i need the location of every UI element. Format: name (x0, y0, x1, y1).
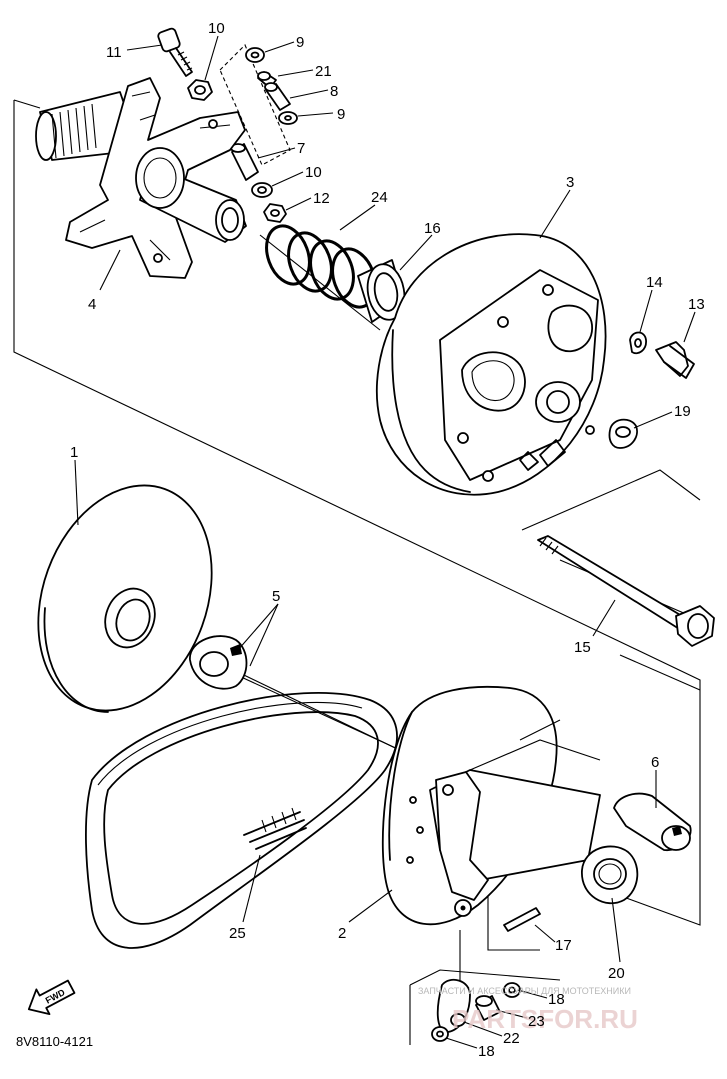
fwd-arrow-icon: FWD (27, 979, 76, 1016)
bushing-16 (357, 259, 406, 323)
callout-22: 22 (503, 1030, 520, 1047)
nut-12 (263, 203, 287, 223)
callout-10-top: 10 (208, 20, 225, 37)
watermark-caption: ЗАПЧАСТИ И АКСЕССУАРЫ ДЛЯ МОТОТЕХНИКИ (418, 986, 631, 996)
callout-7: 7 (297, 140, 305, 157)
long-bolt-15 (537, 535, 715, 647)
callout-12: 12 (313, 190, 330, 207)
callout-25: 25 (229, 925, 246, 942)
callout-17: 17 (555, 937, 572, 954)
pin-17 (503, 907, 541, 932)
callout-19: 19 (674, 403, 691, 420)
movable-sheave-3 (375, 233, 607, 496)
washer-14 (629, 331, 647, 355)
collar-19 (608, 418, 638, 449)
callout-24: 24 (371, 189, 388, 206)
callout-8: 8 (330, 83, 338, 100)
nut-10-top (187, 79, 213, 101)
small-parts-bottom (431, 978, 521, 1042)
spring-24 (265, 224, 377, 309)
callout-9-top: 9 (296, 34, 304, 51)
callout-16: 16 (424, 220, 441, 237)
callout-18-lower: 18 (478, 1043, 495, 1060)
callout-21: 21 (315, 63, 332, 80)
callout-1: 1 (70, 444, 78, 461)
callout-5: 5 (272, 588, 280, 605)
callout-9-lower: 9 (337, 106, 345, 123)
sleeve-6 (613, 792, 692, 851)
callout-10-lower: 10 (305, 164, 322, 181)
callout-2: 2 (338, 925, 346, 942)
pin-8 (264, 82, 291, 111)
drive-belt-25 (85, 692, 398, 949)
seal-20 (581, 845, 639, 905)
callout-20: 20 (608, 965, 625, 982)
callout-4: 4 (88, 296, 96, 313)
callout-labels: 11 10 9 21 8 9 7 10 12 24 16 3 14 13 19 … (70, 20, 705, 1060)
callout-11: 11 (106, 44, 122, 61)
spider-shaft-assembly-4 (35, 77, 247, 279)
callout-leaders (74, 35, 696, 1049)
bolt-11 (157, 27, 193, 77)
pin-7 (230, 143, 259, 181)
diagram-code: 8V8110-4121 (16, 1034, 93, 1049)
callout-14: 14 (646, 274, 663, 291)
cam-housing-2 (381, 685, 601, 926)
fastener-group-top (157, 27, 298, 223)
fixed-sheave-1 (37, 484, 213, 713)
watermark-logo: PARTSFOR.RU (452, 1004, 638, 1034)
callout-18-upper: 18 (548, 991, 565, 1008)
callout-23: 23 (528, 1013, 545, 1030)
assembly-outline-lines (13, 99, 701, 1045)
bushing-5 (189, 635, 248, 690)
callout-3: 3 (566, 174, 574, 191)
bolt-13 (655, 341, 695, 379)
callout-15: 15 (574, 639, 591, 656)
callout-13: 13 (688, 296, 705, 313)
callout-6: 6 (651, 754, 659, 771)
